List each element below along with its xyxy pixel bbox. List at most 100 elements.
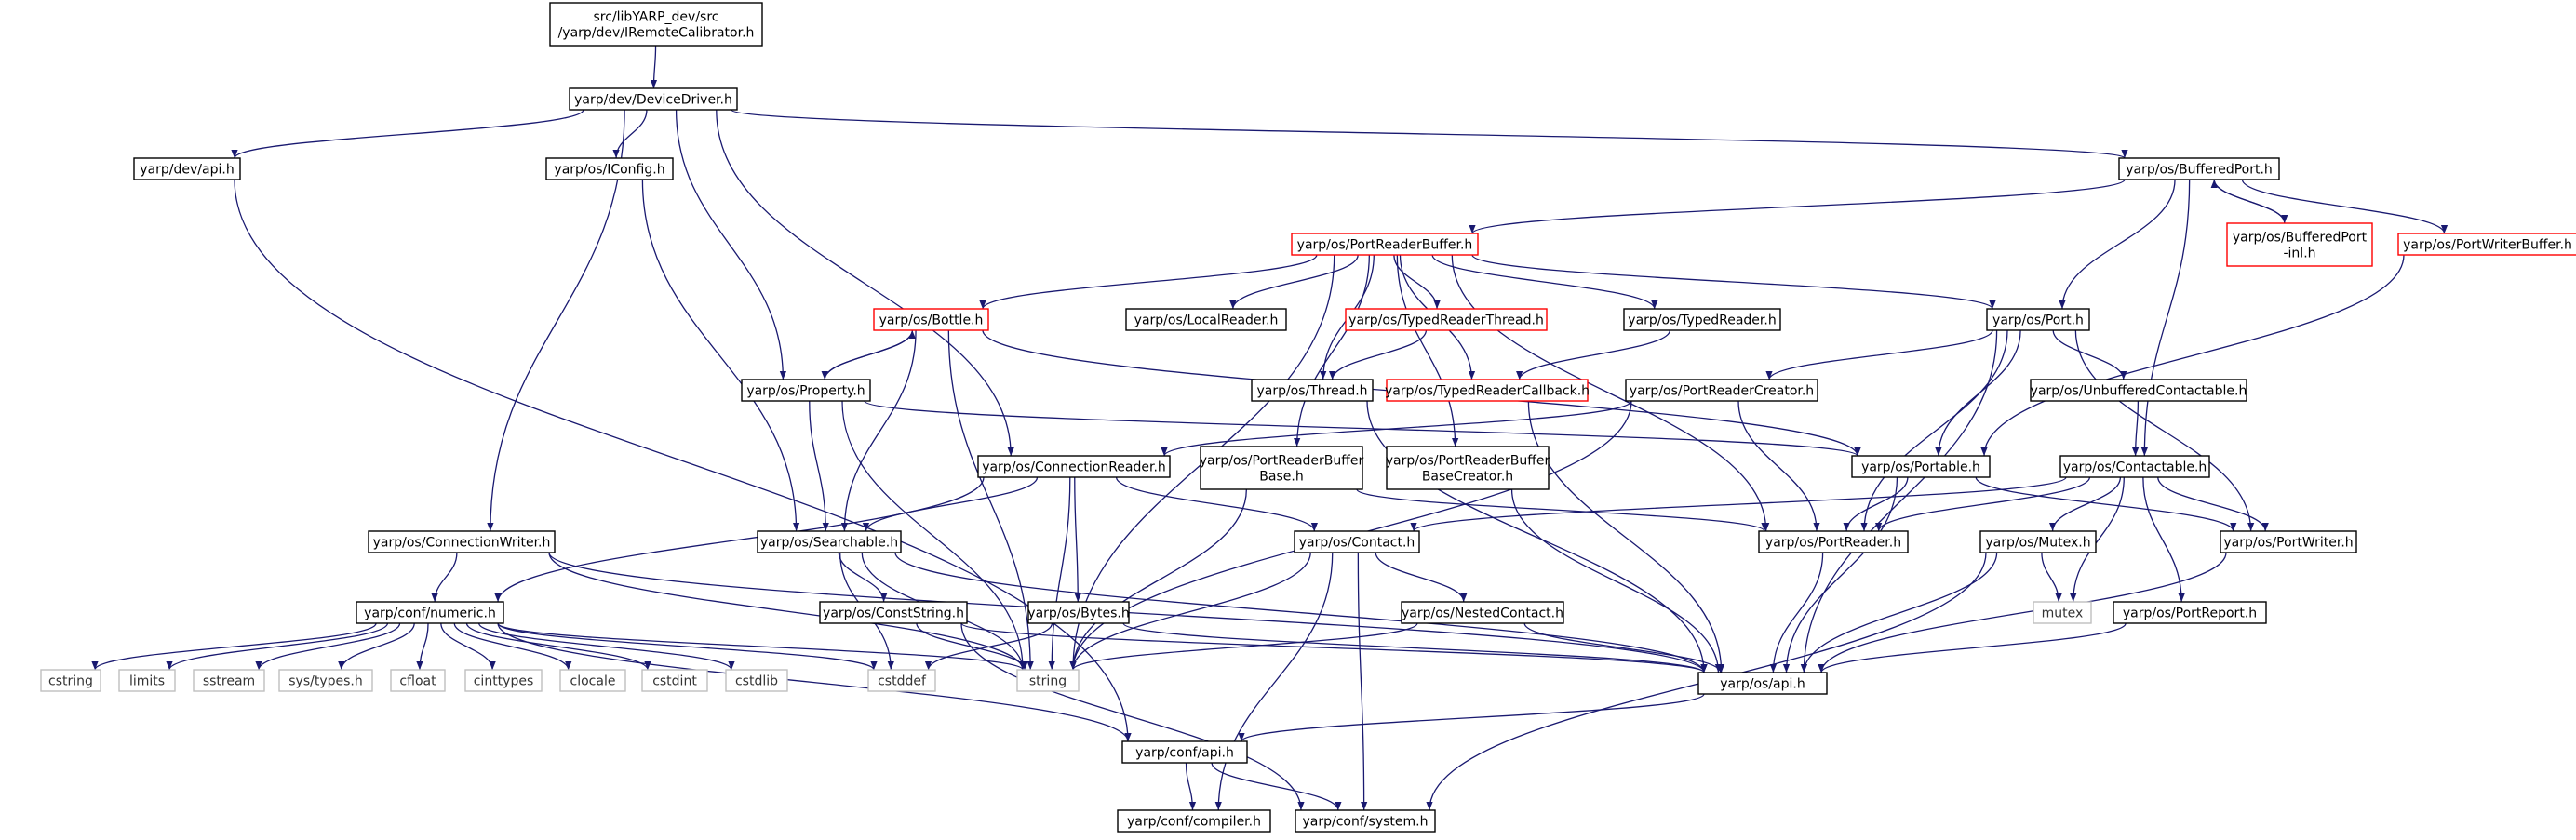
node-portreadercreator[interactable]: yarp/os/PortReaderCreator.h	[1625, 379, 1818, 402]
edge-contactable-to-portwriter	[2157, 476, 2269, 532]
node-label: yarp/os/PortWriterBuffer.h	[2403, 238, 2572, 253]
node-box	[133, 157, 241, 180]
node-confapi[interactable]: yarp/conf/api.h	[1121, 740, 1248, 764]
node-mutexh[interactable]: yarp/os/Mutex.h	[1979, 530, 2097, 553]
node-portwriterbuffer[interactable]: yarp/os/PortWriterBuffer.h	[2397, 233, 2576, 256]
edge-portable-to-osapi	[1782, 476, 1898, 673]
node-limits: limits	[118, 669, 176, 692]
node-bytes[interactable]: yarp/os/Bytes.h	[1027, 601, 1130, 624]
node-label: yarp/os/PortWriter.h	[2223, 536, 2353, 551]
node-port[interactable]: yarp/os/Port.h	[1986, 308, 2090, 331]
node-box	[2030, 379, 2247, 402]
edge-connectionreader-to-bytes	[1074, 476, 1081, 603]
node-typedreaderthread[interactable]: yarp/os/TypedReaderThread.h	[1345, 308, 1548, 331]
node-property[interactable]: yarp/os/Property.h	[741, 379, 871, 402]
node-box	[278, 669, 373, 692]
node-label: sstream	[203, 674, 255, 689]
node-bufferedport[interactable]: yarp/os/BufferedPort.h	[2118, 157, 2280, 180]
node-box	[368, 530, 556, 553]
edge-numeric-to-limits	[166, 622, 389, 671]
edge-bufferedportinl-to-bufferedport	[2210, 179, 2286, 224]
edge-devicedriver-to-property	[675, 109, 786, 380]
edge-portreaderbufferbase-to-portreader	[1356, 488, 1768, 532]
node-thread[interactable]: yarp/os/Thread.h	[1251, 379, 1374, 402]
node-portreport[interactable]: yarp/os/PortReport.h	[2113, 601, 2267, 624]
node-unbufferedcontactable[interactable]: yarp/os/UnbufferedContactable.h	[2030, 379, 2247, 402]
node-portwriter[interactable]: yarp/os/PortWriter.h	[2220, 530, 2357, 553]
edge-thread-to-osapi	[1366, 400, 1708, 673]
node-box	[867, 669, 936, 692]
edge-bottle-to-string	[947, 329, 1034, 671]
edge-numeric-to-string	[497, 622, 1026, 671]
node-label: yarp/dev/DeviceDriver.h	[574, 93, 732, 108]
edge-contact-to-nestedcontact	[1375, 552, 1468, 603]
node-label: yarp/os/Bytes.h	[1027, 607, 1129, 621]
node-label: yarp/os/ConnectionReader.h	[982, 460, 1166, 475]
node-label: yarp/conf/system.h	[1303, 815, 1429, 830]
edge-nestedcontact-to-osapi	[1523, 622, 1724, 673]
node-devapi[interactable]: yarp/dev/api.h	[133, 157, 241, 180]
node-cinttypes: cinttypes	[464, 669, 543, 692]
node-osapi[interactable]: yarp/os/api.h	[1697, 672, 1828, 695]
node-connectionwriter[interactable]: yarp/os/ConnectionWriter.h	[368, 530, 556, 553]
edge-portwriterbuffer-to-portable	[1980, 254, 2405, 457]
node-box	[1251, 379, 1374, 402]
node-cstdlib: cstdlib	[725, 669, 788, 692]
node-bottle[interactable]: yarp/os/Bottle.h	[873, 308, 989, 331]
node-label: yarp/os/Bottle.h	[879, 313, 984, 328]
node-box	[1386, 379, 1589, 402]
node-portable[interactable]: yarp/os/Portable.h	[1851, 455, 1991, 478]
edge-numeric-to-cfloat	[416, 622, 429, 671]
node-iconfig[interactable]: yarp/os/IConfig.h	[545, 157, 674, 180]
node-label: -inl.h	[2283, 247, 2315, 261]
edge-root-to-devicedriver	[650, 45, 658, 89]
node-localreader[interactable]: yarp/os/LocalReader.h	[1125, 308, 1287, 331]
node-root[interactable]: src/libYARP_dev/src/yarp/dev/IRemoteCali…	[549, 2, 763, 47]
node-box	[757, 530, 902, 553]
node-searchable[interactable]: yarp/os/Searchable.h	[757, 530, 902, 553]
edge-bottle-to-searchable	[840, 329, 917, 532]
node-contact[interactable]: yarp/os/Contact.h	[1294, 530, 1420, 553]
node-numeric[interactable]: yarp/conf/numeric.h	[356, 601, 504, 624]
node-compiler[interactable]: yarp/conf/compiler.h	[1117, 809, 1271, 833]
node-typedreadercallback[interactable]: yarp/os/TypedReaderCallback.h	[1385, 379, 1590, 402]
edge-numeric-to-sstream	[255, 622, 401, 671]
node-portreader[interactable]: yarp/os/PortReader.h	[1758, 530, 1909, 553]
edge-bufferedport-to-contactable	[2140, 179, 2191, 457]
node-conststring[interactable]: yarp/os/ConstString.h	[819, 601, 968, 624]
node-label: yarp/os/Searchable.h	[760, 536, 898, 551]
node-devicedriver[interactable]: yarp/dev/DeviceDriver.h	[569, 87, 738, 111]
node-connectionreader[interactable]: yarp/os/ConnectionReader.h	[977, 455, 1171, 478]
edge-confapi-to-system	[1211, 762, 1342, 811]
node-portreaderbuffer[interactable]: yarp/os/PortReaderBuffer.h	[1291, 233, 1479, 256]
edge-portreaderbuffer-to-typedreaderthread	[1393, 254, 1441, 310]
node-label: yarp/os/TypedReaderCallback.h	[1385, 384, 1590, 399]
node-nestedcontact[interactable]: yarp/os/NestedContact.h	[1401, 601, 1564, 624]
node-cstdint: cstdint	[641, 669, 708, 692]
edge-conststring-to-osapi	[960, 622, 1708, 673]
edge-unbufferedcontactable-to-contactable	[2132, 400, 2140, 457]
node-system[interactable]: yarp/conf/system.h	[1295, 809, 1436, 833]
edge-numeric-to-cinttypes	[440, 622, 496, 671]
node-box	[1295, 809, 1436, 833]
node-box	[569, 87, 738, 111]
edge-portreaderbuffer-to-typedreader	[1431, 254, 1658, 310]
edge-typedreaderthread-to-thread	[1329, 329, 1428, 380]
node-label: yarp/os/Portable.h	[1861, 460, 1980, 475]
edge-port-to-portreader	[1860, 329, 2008, 532]
node-box	[1758, 530, 1909, 553]
edge-connectionreader-to-contact	[1115, 476, 1318, 532]
node-label: Base.h	[1259, 470, 1303, 485]
node-bufferedportinl[interactable]: yarp/os/BufferedPort-inl.h	[2226, 222, 2373, 267]
node-typedreader[interactable]: yarp/os/TypedReader.h	[1623, 308, 1781, 331]
edge-contactable-to-portreader	[1875, 476, 2091, 532]
edge-portreaderbuffer-to-portreaderbufferbasecreator	[1396, 254, 1459, 447]
node-box	[1200, 446, 1363, 490]
node-box	[2118, 157, 2280, 180]
edge-osapi-to-confapi	[1238, 693, 1705, 742]
node-label: cfloat	[399, 674, 436, 689]
node-contactable[interactable]: yarp/os/Contactable.h	[2059, 455, 2210, 478]
edge-portreaderbuffer-to-localreader	[1229, 254, 1359, 310]
